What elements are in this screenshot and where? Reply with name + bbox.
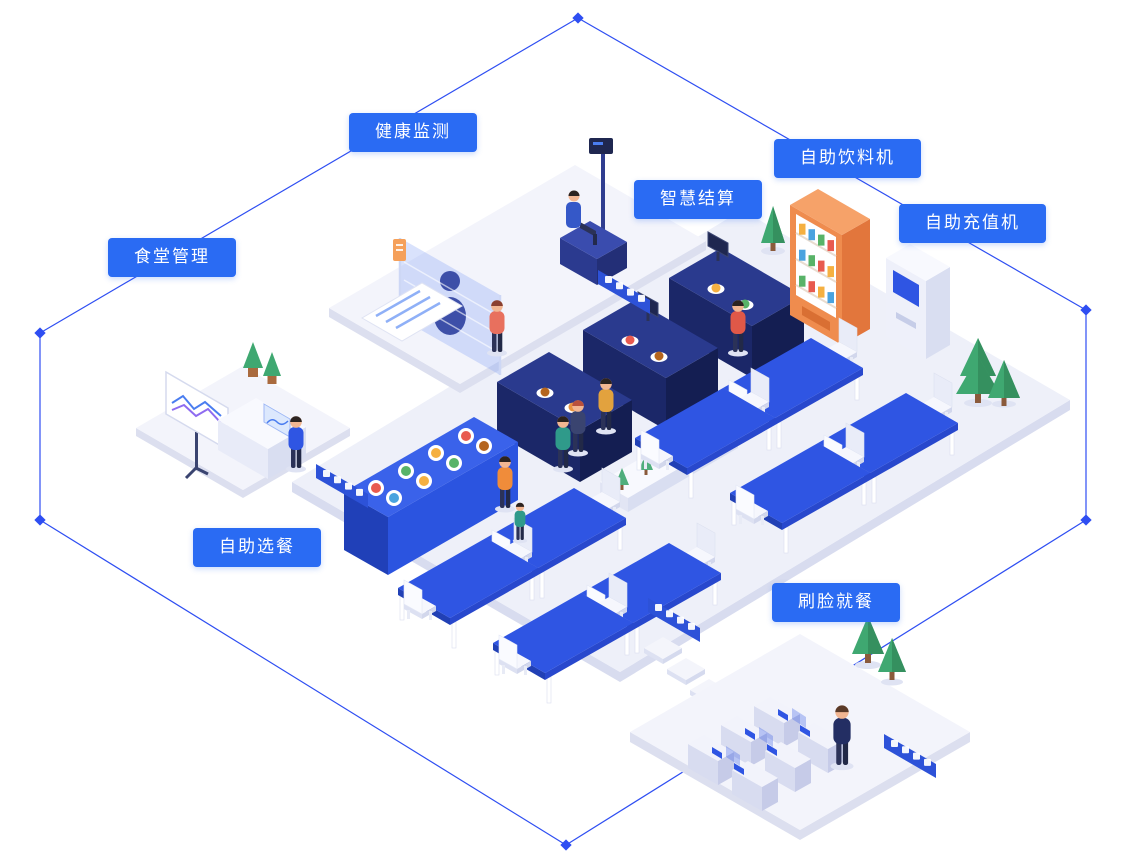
seated-person <box>566 190 597 245</box>
face-gate-platform <box>630 616 970 840</box>
bottle-shelf <box>799 223 834 304</box>
health-dashboard <box>361 282 463 342</box>
label-beverage-machine[interactable]: 自助饮料机 <box>774 139 921 179</box>
serving-counters <box>497 231 804 482</box>
label-canteen-management[interactable]: 食堂管理 <box>108 238 236 278</box>
connector-nodes <box>34 12 1092 851</box>
label-face-recognition-dining[interactable]: 刷脸就餐 <box>772 583 900 623</box>
trees-right <box>956 338 1020 408</box>
buffet-dishes <box>368 428 492 506</box>
trees-gate <box>852 616 906 686</box>
health-station <box>329 138 706 393</box>
label-self-meal-selection[interactable]: 自助选餐 <box>193 528 321 568</box>
kiosk-screen <box>893 270 919 307</box>
label-smart-settlement[interactable]: 智慧结算 <box>634 180 762 220</box>
recharge-kiosk <box>886 244 950 359</box>
buffet-counter <box>344 417 518 575</box>
beverage-vending-machine <box>761 189 870 345</box>
label-health-monitoring[interactable]: 健康监测 <box>349 113 477 153</box>
label-recharge-machine[interactable]: 自助充值机 <box>899 204 1046 244</box>
management-desk <box>136 342 350 498</box>
